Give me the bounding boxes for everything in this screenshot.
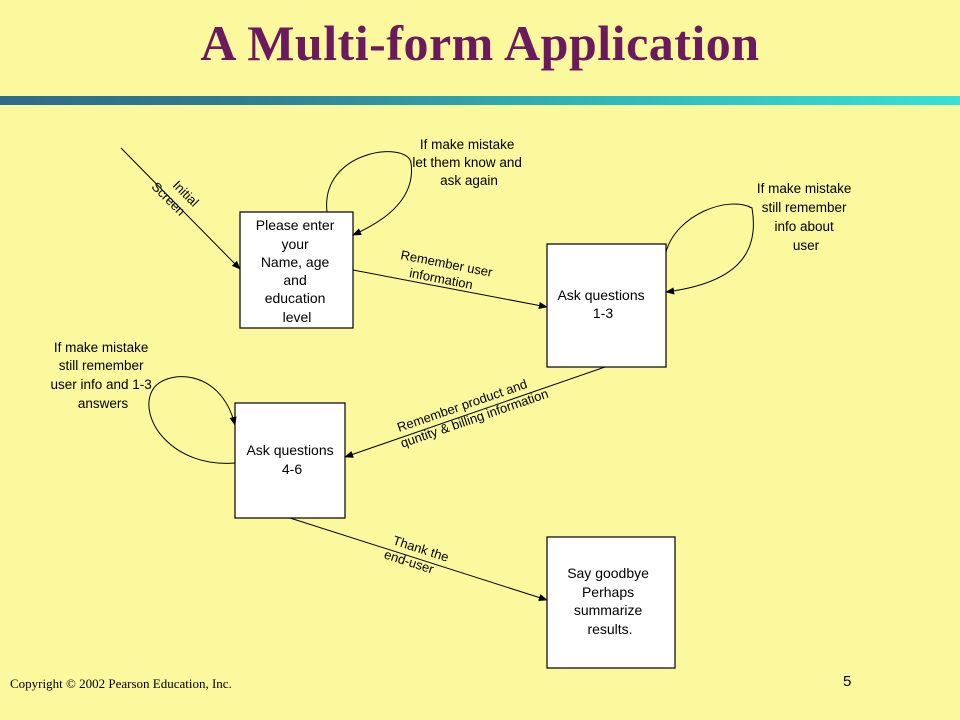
form3-box [234,402,346,519]
form1-line: Please enter [256,217,335,233]
form1-line: Name, age [261,254,330,270]
note3-line: user info and 1-3 [50,377,151,392]
form2-box [546,243,667,368]
form1-line: your [281,236,309,252]
note3-line: If make mistake [54,340,149,355]
form3-line: Ask questions [246,442,333,458]
form4-line: results. [587,621,632,637]
loop-form3 [148,376,237,464]
loop-form2 [665,203,754,295]
note2-line: info about [774,219,834,234]
note2-text: If make mistake still remember info abou… [757,181,855,253]
form2-line: 1-3 [593,305,613,321]
note2-line: still remember [762,200,847,215]
arrow-form1-form2 [352,269,548,310]
page-number: 5 [843,673,852,690]
slide-title: A Multi-form Application [200,15,760,71]
title-rule [0,96,960,105]
arrow-form2-form3 [344,366,606,458]
form4-line: Say goodbye [567,565,649,581]
note3-line: answers [78,396,129,411]
arrow-form3-form4 [289,517,548,601]
e2-label: Remember product and quntity & billing i… [393,371,550,451]
copyright-notice: Copyright © 2002 Pearson Education, Inc. [10,676,232,691]
form4-box [546,536,676,669]
form2-line: Ask questions [557,287,644,303]
note1-line: let them know and [412,155,522,170]
form1-line: education [265,290,326,306]
form4-line: Perhaps [582,584,634,600]
e1-label: Remember user information [396,247,497,296]
form3-text: Ask questions 4-6 [246,442,337,477]
form4-text: Say goodbye Perhaps summarize results. [567,565,653,637]
loop-form1 [326,151,412,236]
form2-text: Ask questions 1-3 [557,287,648,321]
note3-text: If make mistake still remember user info… [50,340,155,411]
form1-line: and [283,272,306,288]
form1-text: Please enter your Name, age and educatio… [256,217,339,325]
form1-line: level [283,309,312,325]
form1-box [239,211,354,329]
note1-text: If make mistake let them know and ask ag… [412,137,525,188]
note2-line: If make mistake [757,181,852,196]
e3-label: Thank the end-user [382,531,454,581]
initial-arrow [120,147,241,270]
note1-line: ask again [440,173,498,188]
form3-line: 4-6 [282,461,302,477]
note1-line: If make mistake [420,137,515,152]
note3-line: still remember [59,358,144,373]
note2-line: user [793,238,820,253]
initial-label: Initial Screen [149,168,205,224]
form4-line: summarize [574,602,643,618]
